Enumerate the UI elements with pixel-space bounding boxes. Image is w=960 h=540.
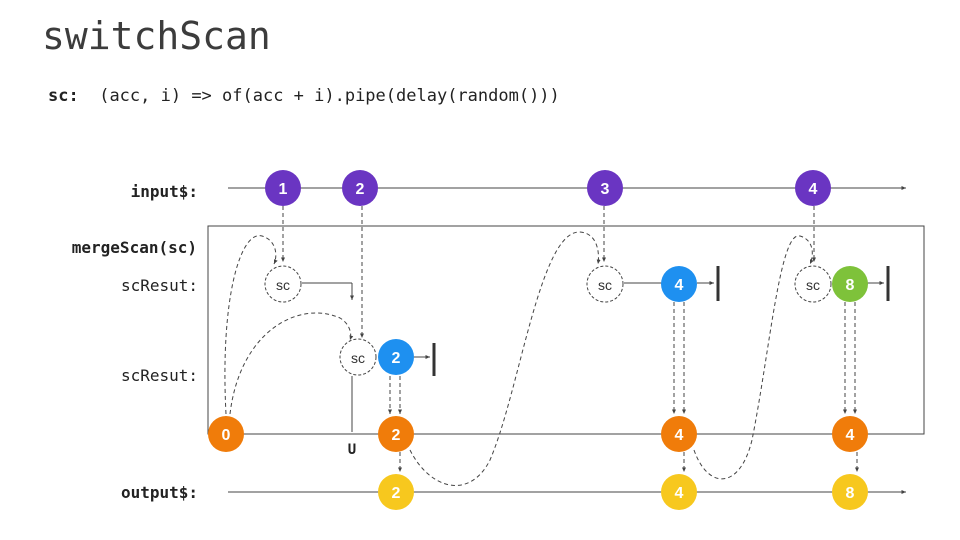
flow-acc-2-sc3 — [409, 231, 601, 486]
unsubscribe-label: U — [348, 442, 356, 458]
inner-marble-8: 8 — [846, 277, 855, 294]
input-marble-4: 4 — [809, 181, 818, 198]
output-marble-2: 2 — [392, 485, 401, 502]
operator-label: mergeScan(sc) — [72, 238, 197, 257]
sc-node-3: sc — [598, 277, 612, 293]
flow-acc-0-sc2 — [229, 312, 354, 415]
sc-node-2: sc — [351, 350, 365, 366]
acc-marble-2: 2 — [392, 427, 401, 444]
acc-marble-4a: 4 — [675, 427, 684, 444]
sc-node-1: sc — [276, 277, 290, 293]
input-marble-2: 2 — [356, 181, 365, 198]
input-marbles: 1 2 3 4 — [265, 170, 831, 206]
input-label: input$: — [131, 182, 198, 201]
inner-marble-4: 4 — [675, 277, 684, 294]
acc-marble-0: 0 — [222, 427, 231, 444]
output-marbles: 2 4 8 — [378, 474, 868, 510]
output-marble-8: 8 — [846, 485, 855, 502]
inner-marbles: 2 4 8 — [378, 266, 868, 375]
input-marble-1: 1 — [279, 181, 288, 198]
acc-marble-4b: 4 — [846, 427, 855, 444]
signature-code: (acc, i) => of(acc + i).pipe(delay(rando… — [99, 86, 560, 106]
page-title: switchScan — [42, 14, 271, 58]
sc-nodes: sc sc sc sc — [264, 265, 832, 376]
dashed-flows — [224, 206, 859, 486]
flow-acc-0-sc1 — [224, 235, 278, 415]
signature-line: sc: (acc, i) => of(acc + i).pipe(delay(r… — [48, 86, 560, 106]
scresult-label-2: scResut: — [121, 366, 198, 385]
operator-box — [207, 225, 925, 435]
input-marble-3: 3 — [601, 181, 610, 198]
accumulator-marbles: 0 2 4 4 — [208, 416, 868, 452]
sc-node-4: sc — [806, 277, 820, 293]
flow-acc-4-sc4 — [693, 235, 814, 480]
output-marble-4: 4 — [675, 485, 684, 502]
output-label: output$: — [121, 483, 198, 502]
signature-name: sc: — [48, 86, 79, 106]
scresult-label-1: scResut: — [121, 276, 198, 295]
inner-marble-2: 2 — [392, 350, 401, 367]
